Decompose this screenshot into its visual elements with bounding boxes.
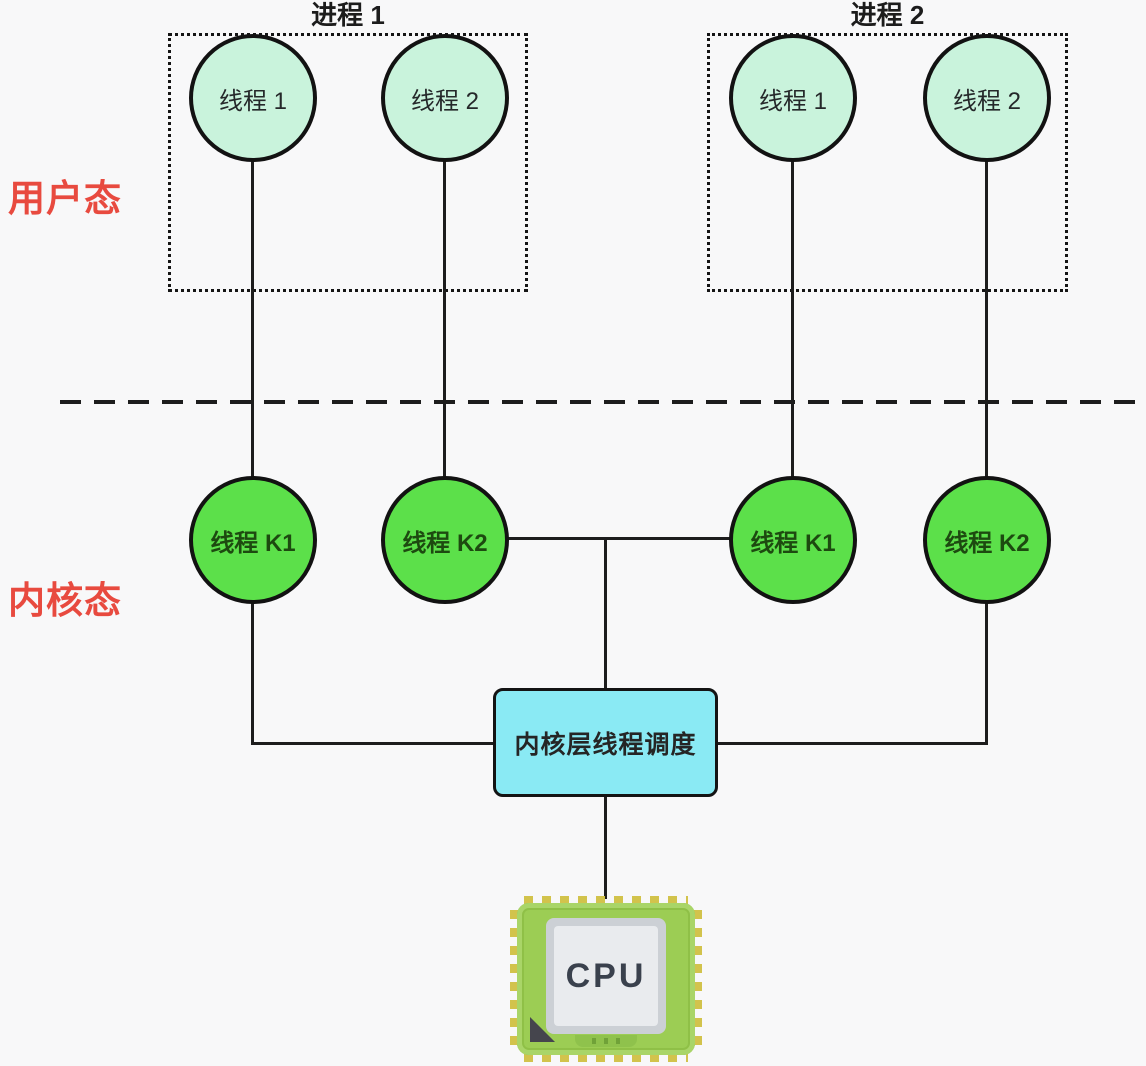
cpu-pins-right (692, 910, 702, 1048)
kernel-thread-circle-k2-right: 线程 K2 (923, 476, 1051, 604)
process-2-title: 进程 2 (850, 0, 925, 30)
cpu-pins-bottom (524, 1052, 688, 1062)
cpu-die-inner (554, 926, 658, 1026)
user-thread-label: 线程 2 (952, 87, 1021, 115)
kernel-thread-circle-k2-left: 线程 K2 (381, 476, 509, 604)
user-kernel-separator-line (60, 400, 1146, 404)
kernel-thread-label: 线程 K1 (750, 529, 836, 557)
user-thread-circle-p2t1: 线程 1 (729, 34, 857, 162)
cpu-pins-left (510, 910, 520, 1048)
kernel-thread-circle-k1-left: 线程 K1 (189, 476, 317, 604)
user-thread-label: 线程 2 (410, 87, 479, 115)
connector-trunk-to-scheduler (604, 537, 607, 688)
cpu-die: CPU (546, 918, 666, 1034)
connector-right-elbow-horizontal (715, 742, 988, 745)
cpu-bottom-notch (575, 1035, 637, 1047)
connector-scheduler-to-cpu (604, 795, 607, 899)
connector-p1t2-k2 (443, 160, 446, 478)
kernel-mode-label: 内核态 (8, 580, 122, 621)
connector-p1t1-k1 (251, 160, 254, 478)
connector-left-elbow-vertical (251, 602, 254, 745)
connector-p2t2-k2 (985, 160, 988, 478)
process-1-title: 进程 1 (311, 0, 385, 30)
cpu-label: CPU (565, 956, 647, 995)
process-2-box (707, 33, 1068, 292)
cpu-chip-icon: CPU (510, 896, 702, 1062)
cpu-pin1-marker (530, 1017, 555, 1042)
process-1-box (168, 33, 528, 292)
connector-right-elbow-vertical (985, 602, 988, 745)
connector-p2t1-k1 (791, 160, 794, 478)
user-thread-label: 线程 1 (218, 87, 287, 115)
kernel-scheduler-box: 内核层线程调度 (493, 688, 718, 797)
user-thread-circle-p1t1: 线程 1 (189, 34, 317, 162)
connector-middle-horizontal (507, 537, 731, 540)
kernel-scheduler-label: 内核层线程调度 (514, 730, 697, 759)
kernel-thread-label: 线程 K2 (402, 529, 488, 557)
kernel-thread-circle-k1-right: 线程 K1 (729, 476, 857, 604)
user-thread-circle-p1t2: 线程 2 (381, 34, 509, 162)
kernel-thread-label: 线程 K2 (944, 529, 1030, 557)
user-thread-circle-p2t2: 线程 2 (923, 34, 1051, 162)
user-thread-label: 线程 1 (758, 87, 827, 115)
cpu-pins-top (524, 896, 688, 906)
connector-left-elbow-horizontal (251, 742, 496, 745)
user-mode-label: 用户态 (8, 178, 122, 219)
kernel-thread-label: 线程 K1 (210, 529, 296, 557)
